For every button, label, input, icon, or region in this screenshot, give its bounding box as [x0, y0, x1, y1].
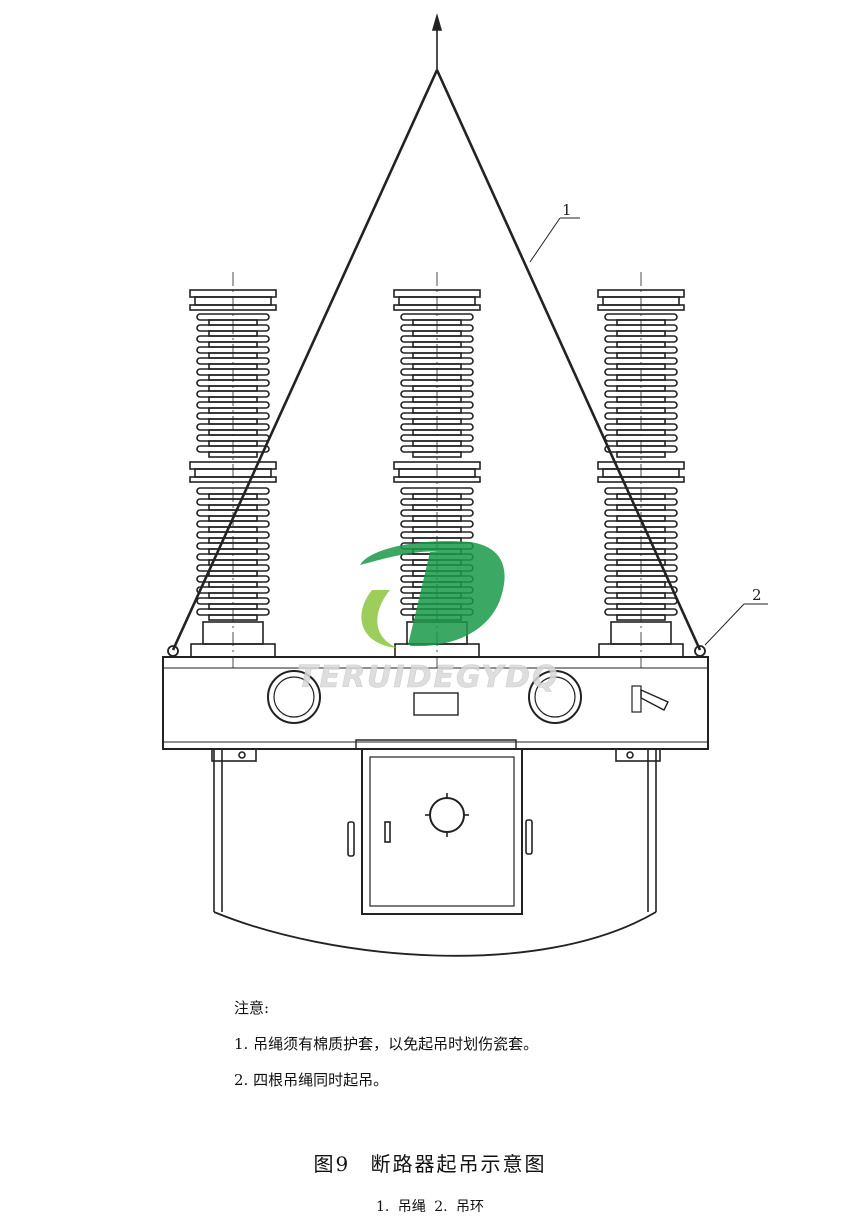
operating-handle — [631, 685, 669, 713]
note-item-2: 2. 四根吊绳同时起吊。 — [234, 1071, 389, 1089]
callout-leaders — [529, 217, 768, 646]
callout-1-label: 1 — [562, 201, 572, 219]
note-item-1: 1. 吊绳须有棉质护套，以免起吊时划伤瓷套。 — [234, 1035, 539, 1053]
figure-caption: 图9 断路器起吊示意图 — [0, 1148, 860, 1177]
mechanism-box — [347, 739, 533, 915]
notes-section: 注意: 1. 吊绳须有棉质护套，以免起吊时划伤瓷套。 2. 四根吊绳同时起吊。 — [234, 990, 538, 1098]
lift-direction-arrow — [431, 13, 443, 70]
figure-legend: 1. 吊绳 2. 吊环 — [375, 1199, 485, 1215]
insulator-column — [597, 272, 685, 668]
insulator-column — [189, 272, 277, 668]
breaker-cabinet — [162, 656, 709, 750]
watermark-text: TERUIDEGYDQ — [297, 660, 560, 695]
callout-2-label: 2 — [752, 586, 762, 604]
lifting-ring — [167, 645, 706, 657]
lifting-rope — [171, 69, 702, 651]
watermark-logo: TERUIDEGYDQ — [297, 541, 560, 695]
breaker-lifting-diagram: TERUIDEGYDQ 1 2 — [162, 13, 768, 957]
figure-title: 断路器起吊示意图 — [370, 1152, 547, 1176]
figure-number: 图9 — [313, 1152, 351, 1176]
support-frame — [211, 748, 661, 957]
notes-heading: 注意: — [234, 999, 270, 1017]
